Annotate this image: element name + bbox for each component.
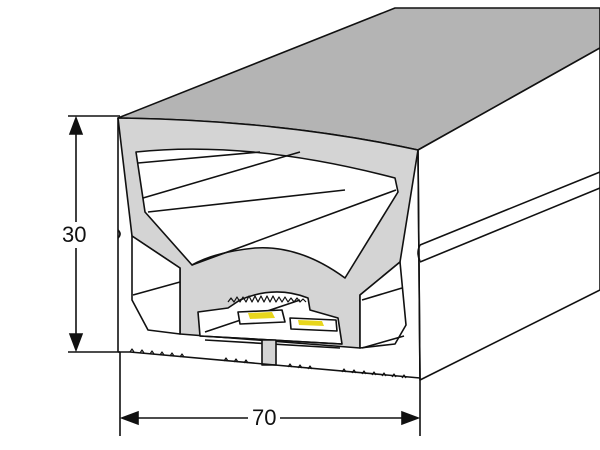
led-chip-1-emitter [248, 312, 275, 319]
left-cavity [131, 235, 181, 335]
arrow-down-icon [68, 333, 84, 353]
front-outline [117, 118, 421, 381]
width-label: 70 [248, 405, 281, 431]
bottom-serrations [129, 348, 407, 379]
height-label: 30 [58, 222, 91, 248]
arrow-up-icon [68, 115, 84, 135]
led-chip-2-emitter [298, 320, 324, 326]
arrow-right-icon [401, 410, 421, 426]
side-groove [419, 171, 600, 263]
arrow-left-icon [119, 410, 139, 426]
right-cavity [359, 261, 407, 349]
center-post [261, 339, 277, 366]
heatsink-teeth [227, 295, 307, 303]
